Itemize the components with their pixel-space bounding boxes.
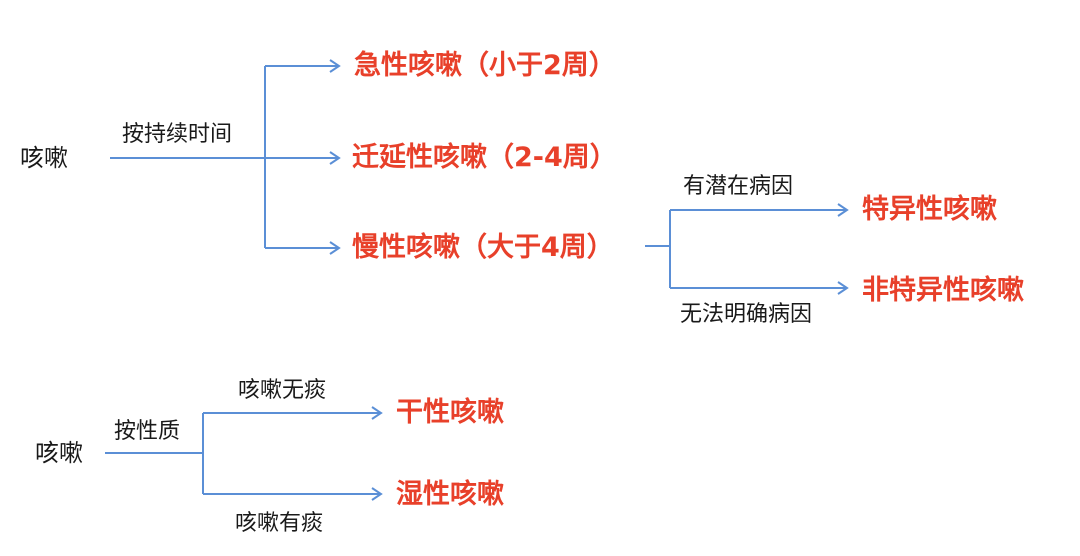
d1-arrow-nonspecific — [837, 281, 849, 295]
d1-arrow-subacute — [329, 151, 341, 165]
label-with-cause: 有潜在病因 — [683, 174, 794, 199]
node-chronic-cough: 慢性咳嗽（大于4周） — [352, 232, 614, 263]
d1-edge-label: 按持续时间 — [122, 122, 233, 147]
d2-edge-label: 按性质 — [114, 419, 181, 444]
label-with-phlegm: 咳嗽有痰 — [235, 511, 324, 536]
node-nonspecific-cough: 非特异性咳嗽 — [862, 275, 1024, 306]
d1-arrow-chronic — [329, 241, 341, 255]
label-without-cause: 无法明确病因 — [680, 302, 813, 327]
d2-arrow-wet — [371, 487, 383, 501]
node-dry-cough: 干性咳嗽 — [396, 397, 504, 428]
d1-arrow-specific — [837, 203, 849, 217]
d2-arrow-dry — [371, 406, 383, 420]
node-acute-cough: 急性咳嗽（小于2周） — [354, 50, 616, 81]
d1-root-label: 咳嗽 — [20, 144, 68, 172]
d2-root-label: 咳嗽 — [35, 439, 83, 467]
node-specific-cough: 特异性咳嗽 — [862, 194, 997, 225]
d1-arrow-acute — [329, 59, 341, 73]
label-no-phlegm: 咳嗽无痰 — [238, 378, 327, 403]
node-subacute-cough: 迁延性咳嗽（2-4周） — [352, 142, 617, 173]
node-wet-cough: 湿性咳嗽 — [396, 479, 504, 510]
